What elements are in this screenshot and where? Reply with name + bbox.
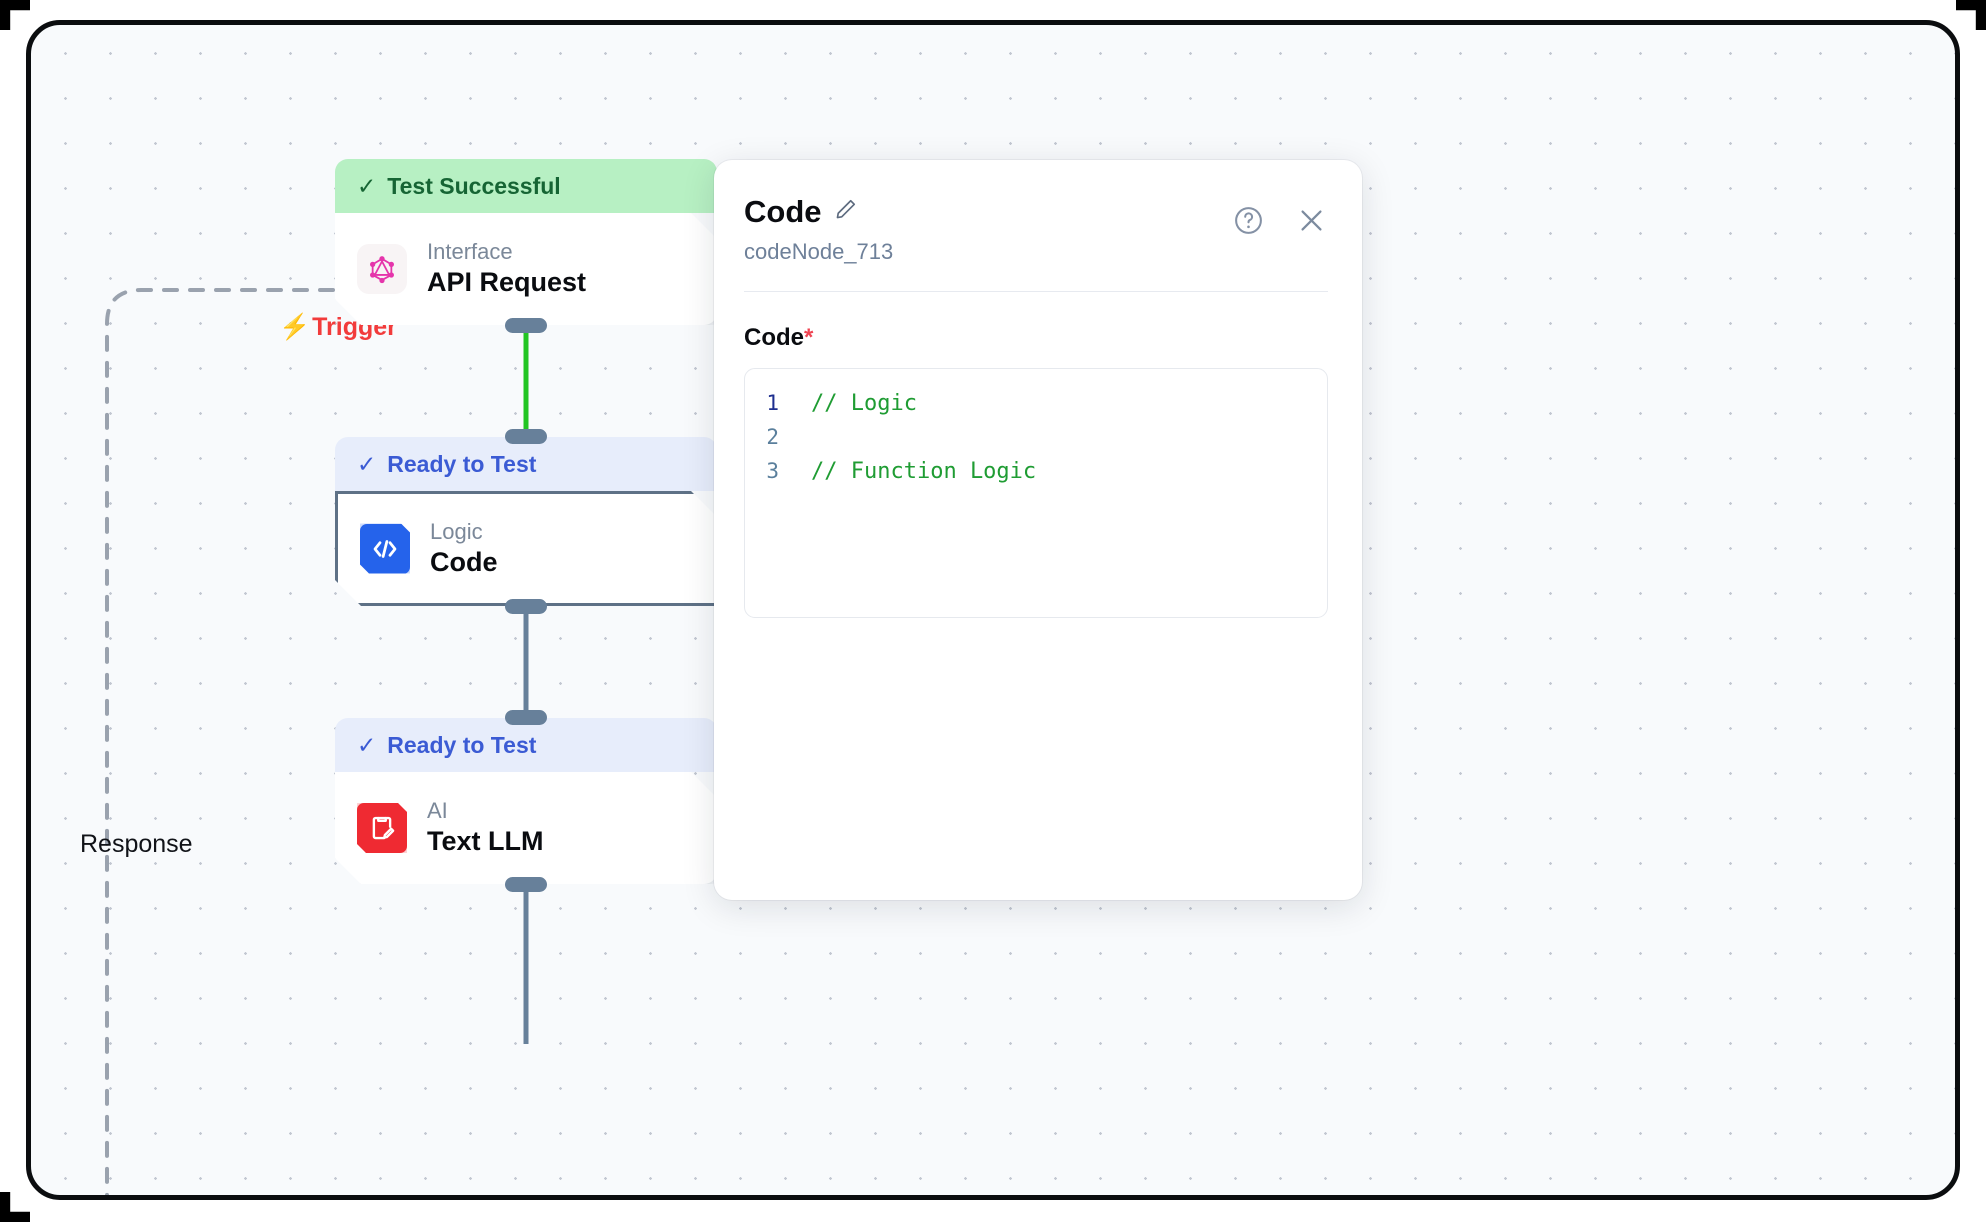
panel-subtitle: codeNode_713 bbox=[744, 239, 894, 264]
node-kind: Interface bbox=[427, 239, 513, 265]
trigger-response-edge bbox=[105, 288, 413, 1195]
crop-mark-top-right bbox=[1956, 0, 1986, 30]
node-kind: AI bbox=[427, 798, 448, 824]
panel-title-block: Code codeNode_713 bbox=[744, 196, 893, 265]
panel-divider bbox=[744, 291, 1328, 292]
graphql-icon bbox=[357, 244, 407, 294]
node-status-text: Test Successful bbox=[387, 172, 561, 199]
crop-mark-bottom-left bbox=[0, 1192, 30, 1222]
workflow-canvas[interactable]: ⚡ Trigger Response ✓ Test Successful bbox=[26, 20, 1960, 1200]
node-text: AI Text LLM bbox=[427, 798, 544, 858]
node-title: Code bbox=[430, 546, 498, 577]
code-field-label: Code* bbox=[744, 324, 1328, 352]
code-line: 3 // Function Logic bbox=[745, 459, 1327, 493]
node-output-handle[interactable] bbox=[505, 877, 547, 892]
node-body[interactable]: Logic Code bbox=[335, 491, 717, 606]
node-output-handle[interactable] bbox=[505, 318, 547, 333]
connector-api-to-code[interactable] bbox=[335, 325, 717, 437]
node-status-banner: ✓ Test Successful bbox=[335, 159, 717, 213]
node-status-text: Ready to Test bbox=[387, 450, 537, 477]
response-label: Response bbox=[80, 830, 193, 858]
panel-title-row: Code bbox=[744, 196, 893, 227]
connector-line bbox=[523, 884, 529, 1044]
code-line-text: // Function Logic bbox=[811, 459, 1037, 484]
connector-code-to-llm[interactable] bbox=[335, 606, 717, 718]
connector-line bbox=[523, 325, 529, 437]
code-line: 1 // Logic bbox=[745, 391, 1327, 425]
node-status-banner: ✓ Ready to Test bbox=[335, 718, 717, 772]
check-icon: ✓ bbox=[357, 172, 377, 199]
close-icon[interactable] bbox=[1295, 204, 1328, 242]
node-text: Logic Code bbox=[430, 519, 498, 579]
required-marker: * bbox=[804, 324, 814, 351]
node-title: API Request bbox=[427, 267, 587, 298]
code-field-label-text: Code bbox=[744, 324, 804, 351]
node-input-handle[interactable] bbox=[505, 429, 547, 444]
code-editor[interactable]: 1 // Logic 2 3 // Function Logic bbox=[744, 368, 1328, 618]
node-status-banner: ✓ Ready to Test bbox=[335, 437, 717, 491]
panel-header: Code codeNode_713 bbox=[744, 196, 1328, 265]
node-output-handle[interactable] bbox=[505, 599, 547, 614]
check-icon: ✓ bbox=[357, 450, 377, 477]
code-brackets-icon bbox=[360, 524, 410, 574]
node-body[interactable]: Interface API Request bbox=[335, 213, 717, 325]
node-body[interactable]: AI Text LLM bbox=[335, 772, 717, 884]
line-number: 2 bbox=[766, 425, 779, 449]
node-text: Interface API Request bbox=[427, 239, 586, 299]
node-detail-panel[interactable]: Code codeNode_713 bbox=[714, 160, 1362, 900]
line-number: 3 bbox=[766, 459, 779, 483]
clipboard-pencil-icon bbox=[357, 803, 407, 853]
node-column: ✓ Test Successful bbox=[335, 159, 717, 1044]
node-title: Text LLM bbox=[427, 826, 544, 857]
bolt-icon: ⚡ bbox=[279, 313, 311, 341]
line-number: 1 bbox=[766, 391, 779, 415]
crop-mark-top-left bbox=[0, 0, 30, 30]
node-kind: Logic bbox=[430, 518, 483, 544]
check-icon: ✓ bbox=[357, 731, 377, 758]
node-text-llm[interactable]: ✓ Ready to Test AI Text LLM bbox=[335, 710, 717, 892]
panel-actions bbox=[1232, 196, 1328, 242]
node-api-request[interactable]: ✓ Test Successful bbox=[335, 159, 717, 333]
node-status-text: Ready to Test bbox=[387, 731, 537, 758]
code-line-text: // Logic bbox=[811, 391, 917, 416]
connector-llm-downstream[interactable] bbox=[335, 884, 717, 1044]
node-code[interactable]: ✓ Ready to Test Logic Code bbox=[335, 429, 717, 614]
page-title: Code bbox=[744, 194, 822, 229]
help-circle-icon[interactable] bbox=[1232, 204, 1265, 242]
node-input-handle[interactable] bbox=[505, 710, 547, 725]
connector-line bbox=[523, 606, 529, 718]
code-line: 2 bbox=[745, 425, 1327, 459]
pencil-icon[interactable] bbox=[833, 197, 858, 227]
